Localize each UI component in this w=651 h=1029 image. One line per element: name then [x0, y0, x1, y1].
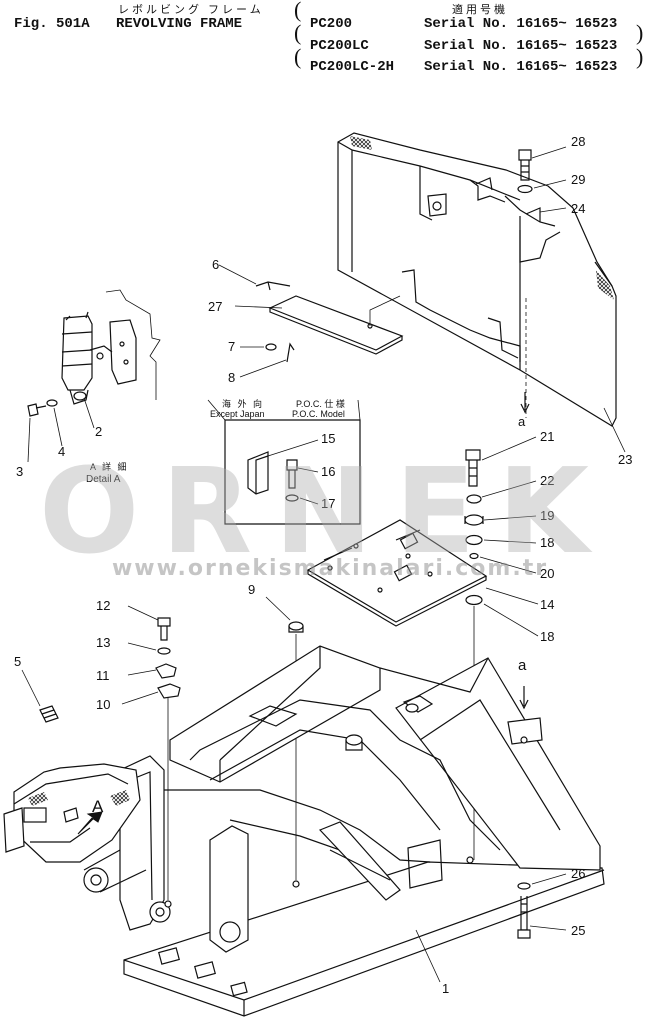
callout-19: 19 — [540, 508, 554, 523]
model-name: PC200LC-2H — [310, 59, 395, 75]
box-right-jp: P.O.C. 仕 様 — [296, 398, 345, 409]
bolt-25 — [517, 896, 531, 939]
bolt-12 — [157, 617, 171, 641]
plate-10 — [157, 683, 181, 699]
callout-12: 12 — [96, 598, 110, 613]
washer-29 — [517, 184, 533, 194]
washer-26 — [517, 882, 531, 890]
model-serial: Serial No. 16165~ 16523 — [424, 38, 618, 54]
watermark-brand: ORNEK — [39, 442, 611, 580]
callout-18-lower: 18 — [540, 629, 554, 644]
ref-arrow-icon — [519, 686, 529, 710]
callout-6: 6 — [212, 257, 219, 272]
callout-22: 22 — [540, 473, 554, 488]
model-serial: Serial No. 16165~ 16523 — [424, 16, 618, 32]
callout-23: 23 — [618, 452, 632, 467]
callout-28: 28 — [571, 134, 585, 149]
revolving-frame-main — [83, 645, 605, 1017]
callout-1: 1 — [442, 981, 449, 996]
bolt-3 — [27, 403, 47, 417]
callout-10: 10 — [96, 697, 110, 712]
detail-a-lock — [61, 289, 161, 405]
callout-17: 17 — [321, 496, 335, 511]
cover-plate-27 — [268, 295, 404, 355]
title-japanese: レボルビング フレーム — [118, 4, 264, 16]
callout-21: 21 — [540, 429, 554, 444]
callout-29: 29 — [571, 172, 585, 187]
leader-lines — [21, 146, 626, 983]
callout-16: 16 — [321, 464, 335, 479]
callout-27: 27 — [208, 299, 222, 314]
bracket-open: ( — [294, 20, 302, 45]
box-left-jp: 海 外 向 — [222, 398, 264, 409]
callout-26: 26 — [571, 866, 585, 881]
callout-2: 2 — [95, 424, 102, 439]
bolt-28 — [518, 149, 532, 181]
model-name: PC200 — [310, 16, 353, 32]
pin-6 — [255, 281, 291, 291]
callout-20: 20 — [540, 566, 554, 581]
callout-13: 13 — [96, 635, 110, 650]
ref-letter-a-upper: a — [518, 414, 526, 429]
callout-25: 25 — [571, 923, 585, 938]
left-deck — [3, 763, 141, 863]
plate-11 — [155, 663, 177, 679]
callout-18: 18 — [540, 535, 554, 550]
cap-9 — [288, 621, 304, 633]
washer-7 — [265, 343, 277, 351]
washer-4 — [46, 399, 58, 407]
callout-8: 8 — [228, 370, 235, 385]
detail-a-jp: A 詳 細 — [90, 461, 129, 472]
pin-8 — [286, 342, 295, 363]
callout-5: 5 — [14, 654, 21, 669]
bracket-close: ) — [636, 44, 644, 69]
bracket-close: ) — [636, 20, 644, 45]
bracket-open: ( — [294, 44, 302, 69]
box-right-caption: P.O.C. Model — [292, 409, 345, 419]
counterweight — [337, 132, 617, 427]
washer-22 — [466, 494, 482, 504]
mount-18-lower — [465, 594, 483, 606]
callout-14: 14 — [540, 597, 554, 612]
callout-4: 4 — [58, 444, 65, 459]
callout-15: 15 — [321, 431, 335, 446]
callout-7: 7 — [228, 339, 235, 354]
callout-3: 3 — [16, 464, 23, 479]
serial-japanese: 適用号機 — [452, 4, 508, 16]
detail-a-letter: A — [92, 797, 104, 816]
plug-5 — [39, 705, 59, 723]
bracket-open: ( — [294, 0, 302, 22]
figure-number: Fig. 501A — [14, 16, 90, 32]
figure-title: REVOLVING FRAME — [116, 16, 243, 32]
model-name: PC200LC — [310, 38, 369, 54]
callout-9: 9 — [248, 582, 255, 597]
except-japan-box — [207, 399, 361, 525]
box-left-caption: Except Japan — [210, 409, 265, 419]
ref-letter-a-lower: a — [518, 657, 527, 674]
mount-19 — [464, 514, 484, 526]
detail-a-arrow-icon — [77, 811, 103, 835]
washer-13 — [157, 647, 171, 655]
callout-11: 11 — [96, 668, 110, 683]
watermark-url: www.ornekismakinalari.com.tr — [111, 556, 549, 581]
callout-24: 24 — [571, 201, 585, 216]
plate-14 — [306, 519, 488, 627]
bolt-21 — [465, 449, 481, 487]
mount-18 — [465, 534, 483, 546]
detail-a-caption: Detail A — [86, 474, 121, 485]
model-serial: Serial No. 16165~ 16523 — [424, 59, 618, 75]
collar-20 — [469, 552, 479, 560]
callout-labels: 28 29 24 6 27 7 8 2 3 4 15 16 17 21 22 1… — [14, 134, 632, 996]
